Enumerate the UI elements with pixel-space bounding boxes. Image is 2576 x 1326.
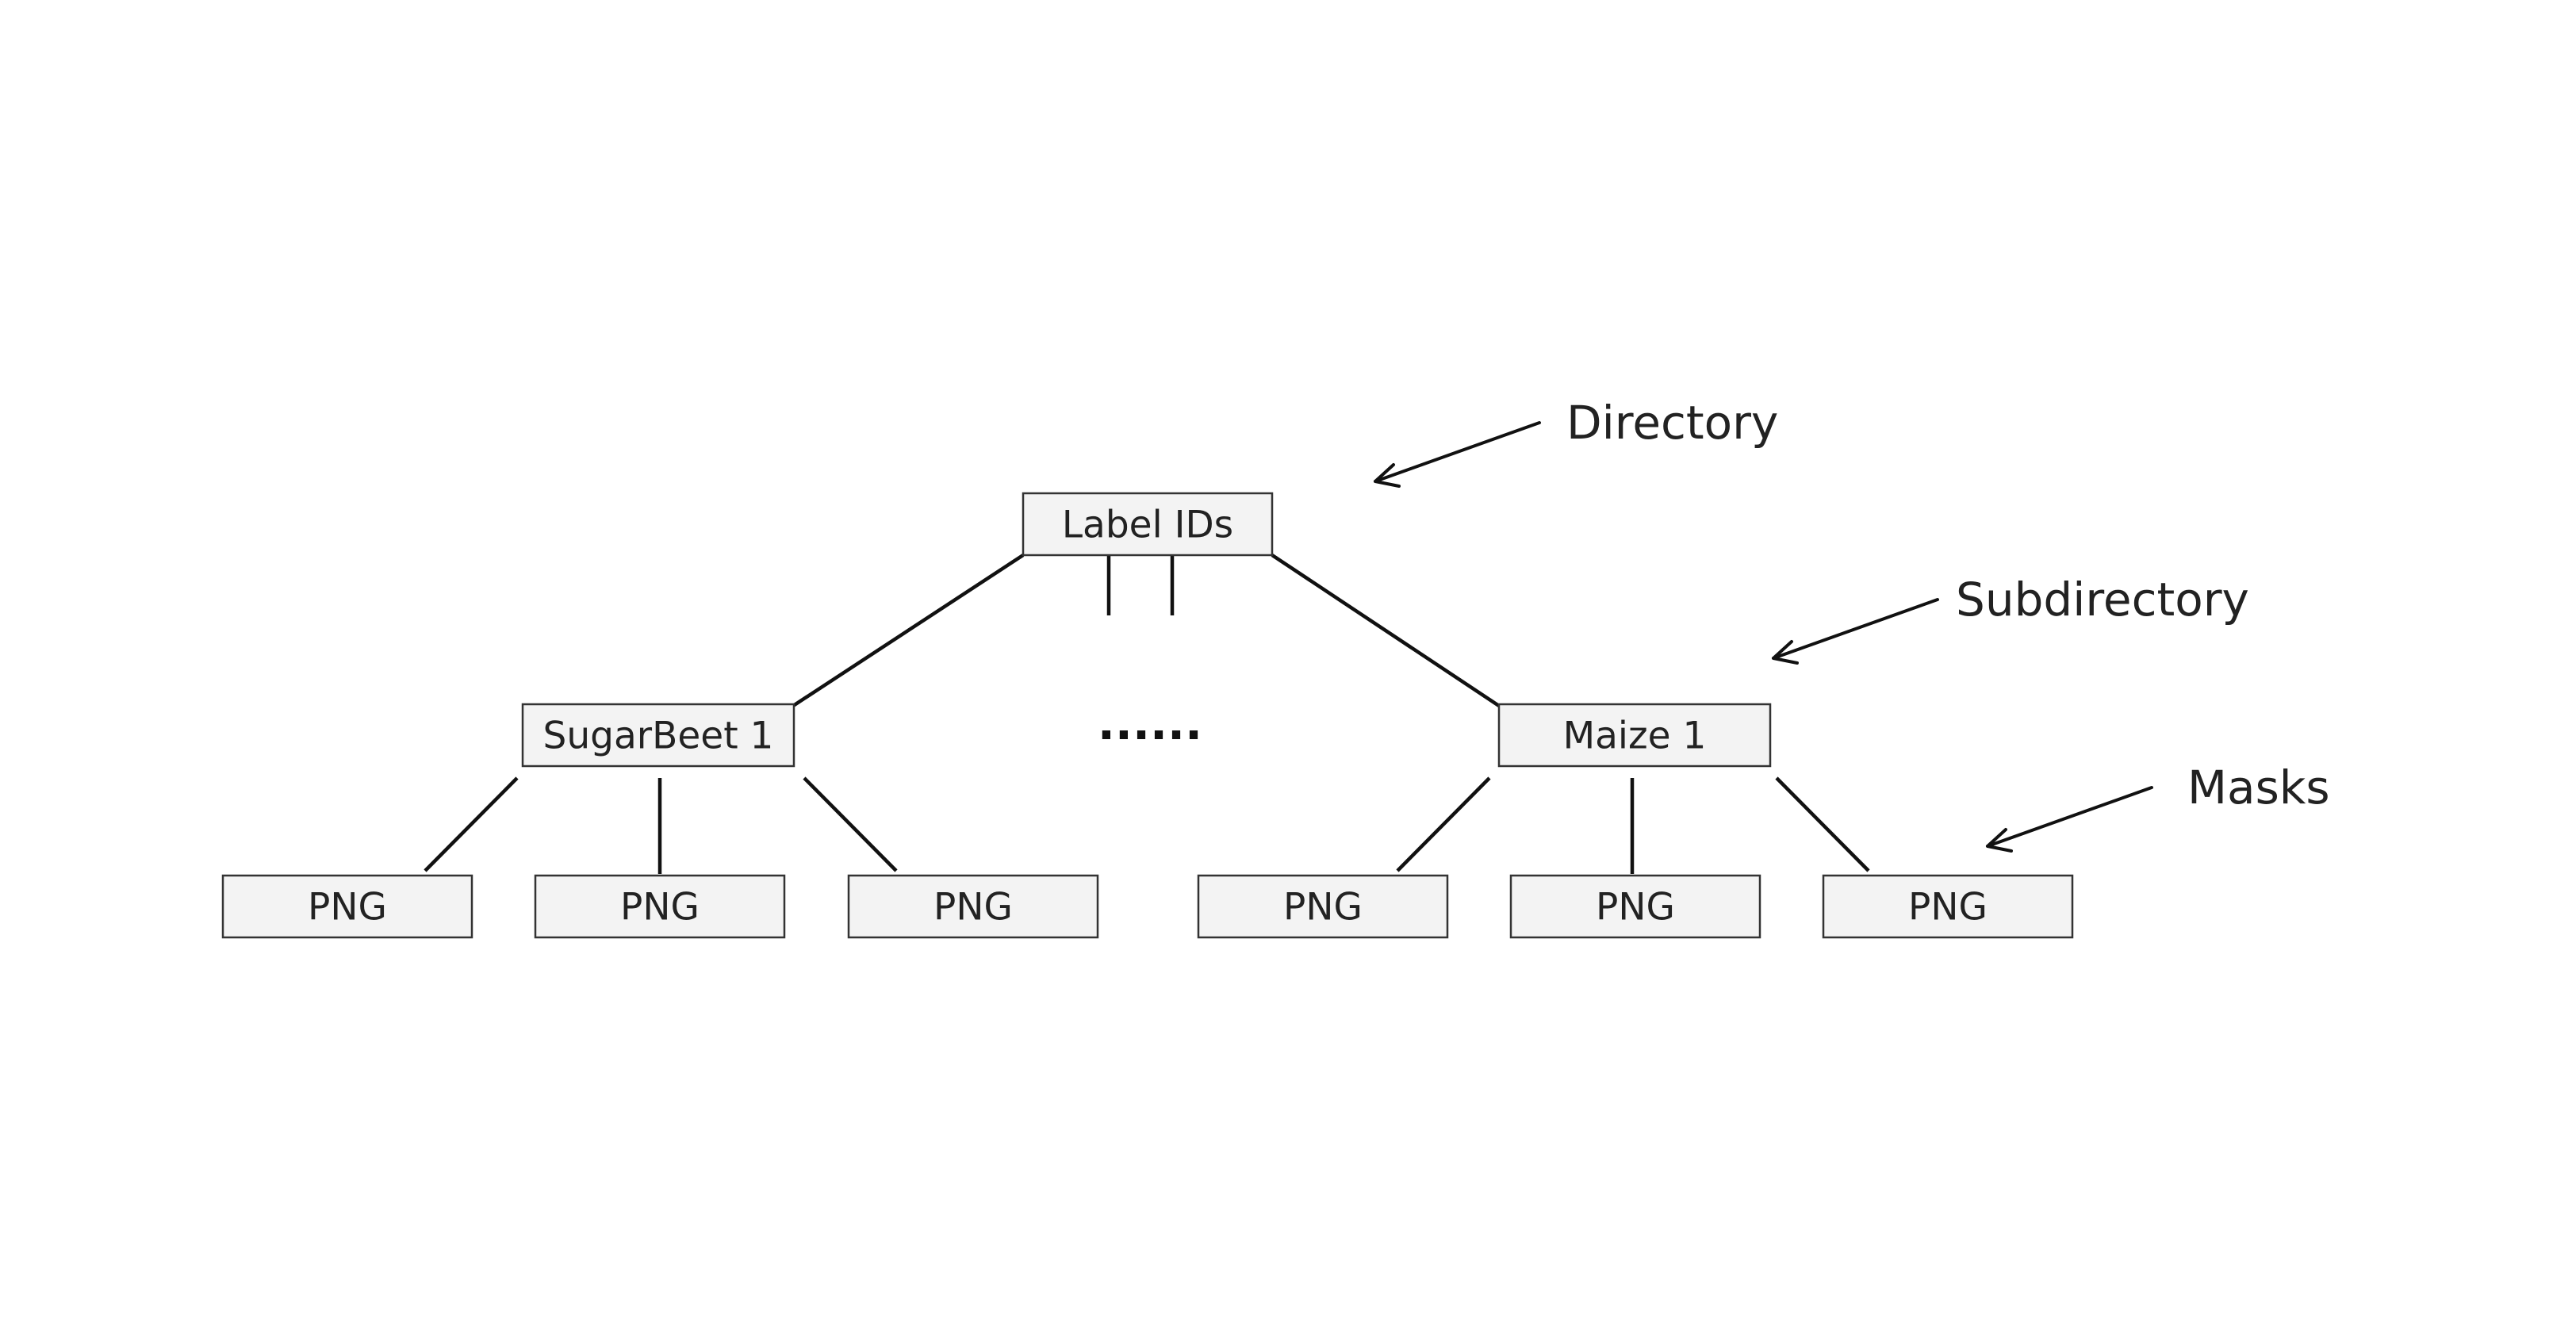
edge-sugarbeet-to-png-1 [424,776,519,872]
more-subdirectories-ellipsis: ...... [1098,696,1202,750]
mask-node-label: PNG [308,886,387,929]
arrowhead-icon [1772,640,1799,665]
mask-node: PNG [847,874,1099,939]
arrowhead-icon [1986,828,2013,853]
subdirectory-node-label: Maize 1 [1563,715,1707,758]
subdirectory-node-sugarbeet: SugarBeet 1 [521,703,795,768]
mask-node-label: PNG [1283,886,1363,929]
subdirectory-node-label: SugarBeet 1 [543,715,774,758]
annotation-masks: Masks [1986,761,2330,853]
arrow-icon [1986,786,2153,848]
mask-node: PNG [1822,874,2074,939]
edge-maize-to-png-3 [1775,776,1870,872]
edge-root-to-sugarbeet [792,554,1025,707]
root-node-label: Label IDs [1062,504,1233,547]
arrow-icon [1772,598,1939,660]
edge-root-to-maize [1271,554,1501,707]
mask-node: PNG [1509,874,1761,939]
mask-node-label: PNG [620,886,700,929]
mask-node-label: PNG [1596,886,1675,929]
mask-node-label: PNG [933,886,1013,929]
mask-node: PNG [1197,874,1449,939]
annotation-masks-label: Masks [2187,761,2330,814]
arrowhead-icon [1374,463,1401,488]
subdirectory-node-maize: Maize 1 [1497,703,1772,768]
annotation-directory-label: Directory [1566,396,1778,450]
mask-node-label: PNG [1908,886,1988,929]
mask-node: PNG [534,874,786,939]
edge-maize-to-png-1 [1396,776,1491,872]
root-node: Label IDs [1022,492,1274,557]
arrow-icon [1374,421,1541,483]
mask-node: PNG [221,874,473,939]
annotation-subdirectory: Subdirectory [1772,573,2249,665]
annotation-subdirectory-label: Subdirectory [1956,573,2249,627]
annotation-directory: Directory [1374,396,1778,488]
edge-sugarbeet-to-png-3 [803,776,898,872]
